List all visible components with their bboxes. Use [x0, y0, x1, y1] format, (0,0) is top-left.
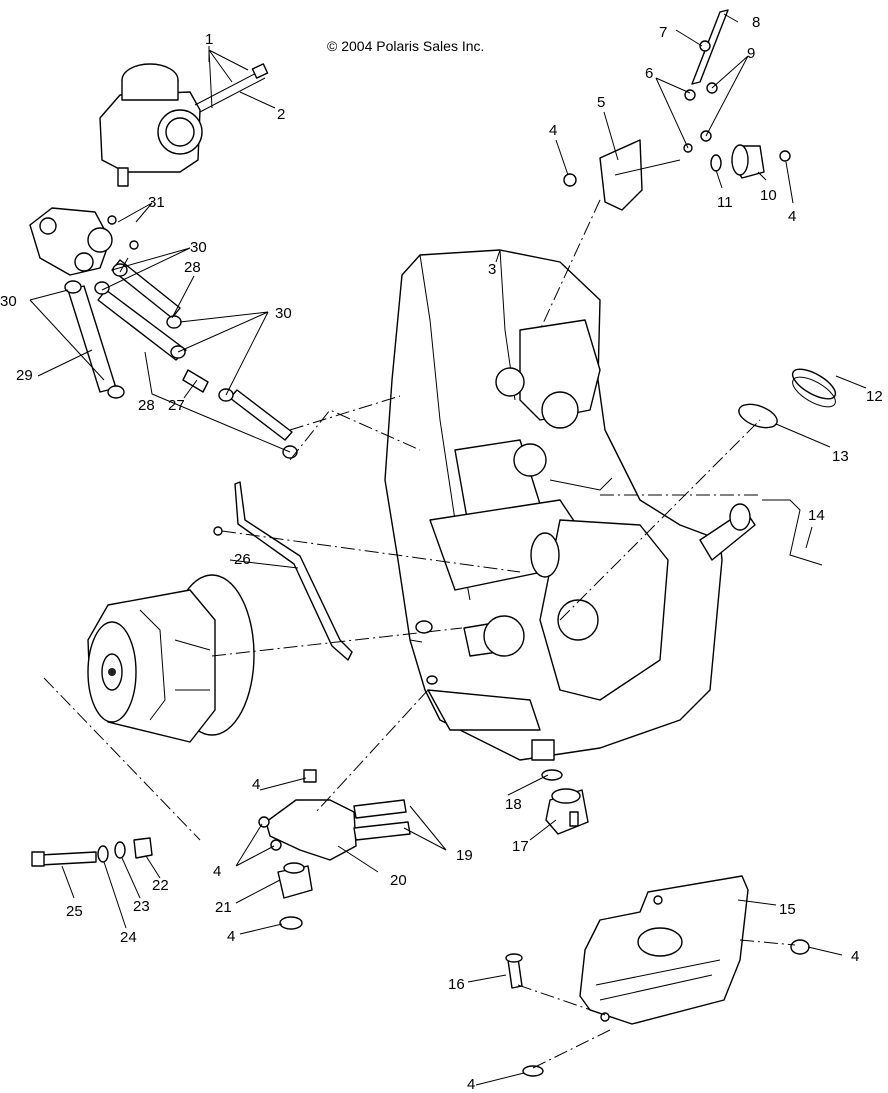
callout-28a: 28	[184, 259, 201, 276]
callout-30b: 30	[0, 293, 17, 310]
stay-rod-icon	[213, 481, 353, 661]
callout-25: 25	[66, 903, 83, 920]
callout-4f: 4	[851, 948, 859, 965]
callout-9: 9	[747, 45, 755, 62]
callout-4g: 4	[467, 1076, 475, 1093]
callout-2: 2	[277, 106, 285, 123]
engine-mount-icon	[541, 769, 589, 835]
callout-10: 10	[760, 187, 777, 204]
callout-4b: 4	[788, 208, 796, 225]
bracket-icon	[563, 9, 791, 211]
callout-15: 15	[779, 901, 796, 918]
mount-bracket-icon	[258, 769, 411, 930]
callout-labels: 1 2 3 4 4 4 4 4 4 4 5 6 7 8 9 10 11 12 1…	[0, 14, 883, 1093]
callout-27: 27	[168, 397, 185, 414]
fuel-pump-icon	[29, 207, 113, 276]
fuel-hose-icon	[64, 215, 298, 459]
callout-30a: 30	[190, 239, 207, 256]
callout-22: 22	[152, 877, 169, 894]
callout-14: 14	[808, 507, 825, 524]
callout-4a: 4	[549, 122, 557, 139]
callout-4d: 4	[213, 863, 221, 880]
callout-1: 1	[205, 31, 213, 48]
callout-21: 21	[215, 899, 232, 916]
callout-6: 6	[645, 65, 653, 82]
callout-20: 20	[390, 872, 407, 889]
callout-23: 23	[133, 898, 150, 915]
callout-4e: 4	[227, 928, 235, 945]
callout-16: 16	[448, 976, 465, 993]
vent-hose-icon	[762, 499, 823, 566]
callout-13: 13	[832, 448, 849, 465]
callout-31: 31	[148, 194, 165, 211]
callout-19: 19	[456, 847, 473, 864]
callout-8: 8	[752, 14, 760, 31]
callout-4c: 4	[252, 776, 260, 793]
center-lines	[43, 199, 796, 1069]
callout-29: 29	[16, 367, 33, 384]
drive-clutch-icon	[87, 574, 255, 743]
callout-30c: 30	[275, 305, 292, 322]
callout-12: 12	[866, 388, 883, 405]
callout-5: 5	[597, 94, 605, 111]
callout-3: 3	[488, 261, 496, 278]
callout-7: 7	[659, 24, 667, 41]
carburetor-icon	[99, 63, 269, 187]
callout-17: 17	[512, 838, 529, 855]
clamp-icon	[738, 368, 837, 429]
bolt-washer-icon	[31, 837, 153, 867]
copyright-text: © 2004 Polaris Sales Inc.	[327, 38, 484, 54]
leader-lines	[29, 13, 867, 1086]
callout-26: 26	[234, 551, 251, 568]
callout-28b: 28	[138, 397, 155, 414]
callout-11: 11	[717, 194, 733, 211]
callout-18: 18	[505, 796, 522, 813]
engine-block-icon	[384, 249, 756, 761]
callout-24: 24	[120, 929, 137, 946]
skid-plate-icon	[505, 875, 810, 1077]
